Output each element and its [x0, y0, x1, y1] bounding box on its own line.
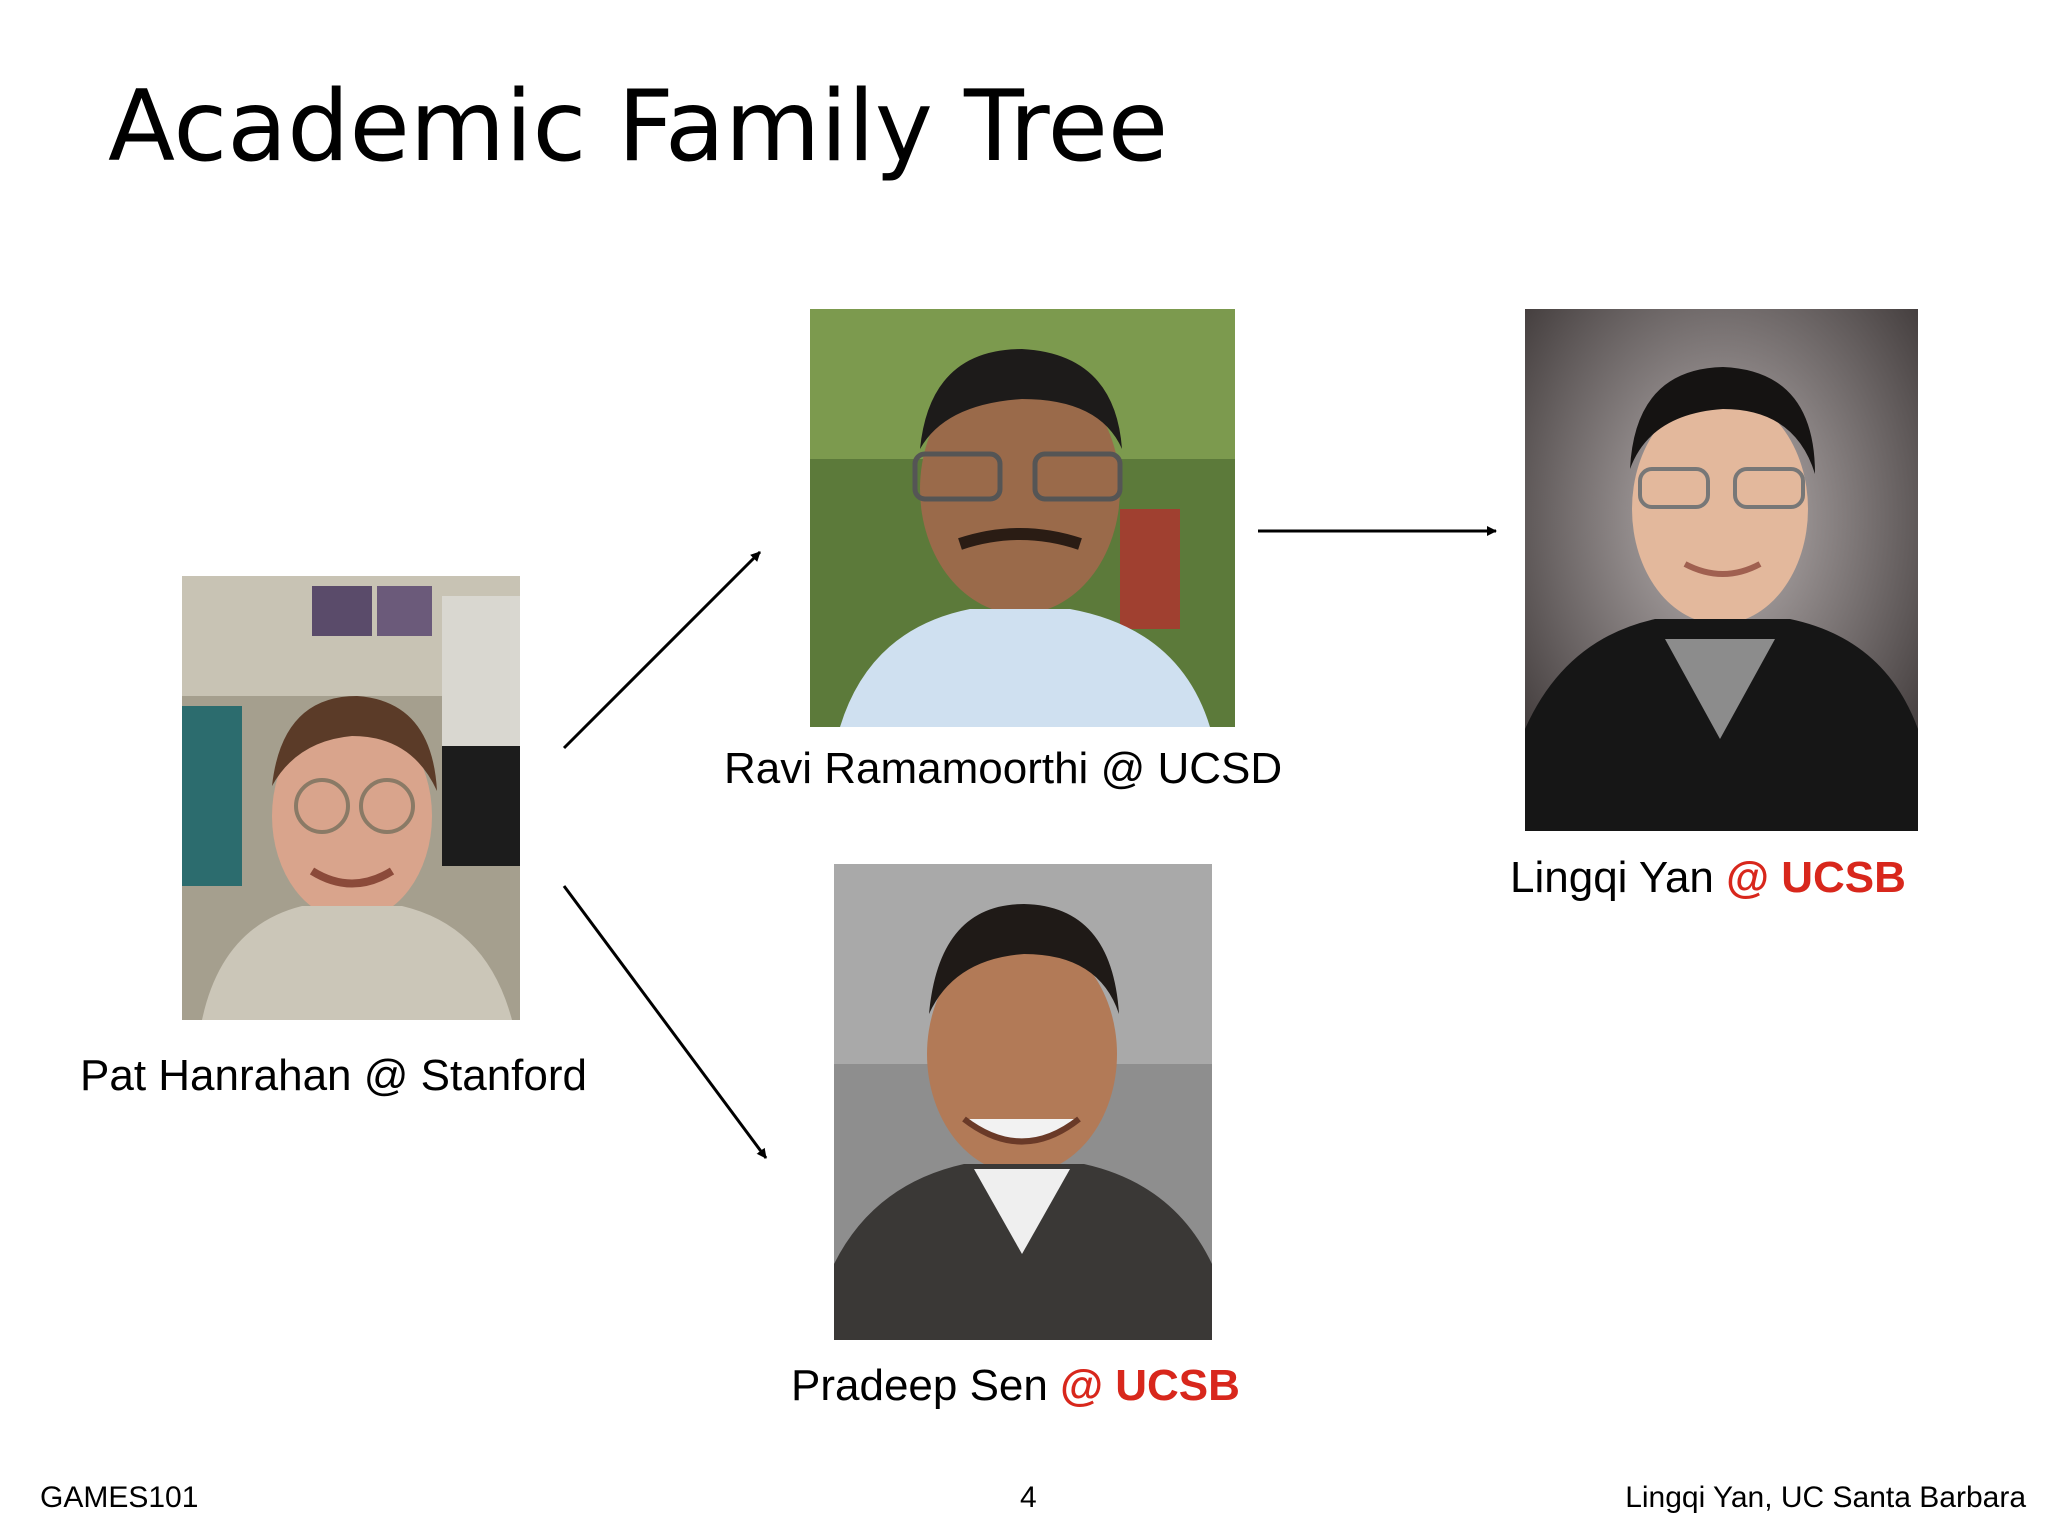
footer-course-name: GAMES101	[40, 1481, 199, 1514]
arrow-pat-to-pradeep	[562, 885, 768, 1159]
person-name: Pradeep Sen	[791, 1361, 1048, 1410]
footer-author: Lingqi Yan, UC Santa Barbara	[1625, 1481, 2026, 1514]
page-number: 4	[1020, 1481, 1037, 1514]
person-affiliation-highlight: @ UCSB	[1060, 1361, 1240, 1410]
person-affiliation: @ UCSD	[1100, 744, 1283, 793]
person-name: Pat Hanrahan	[80, 1051, 352, 1100]
arrow-pat-to-ravi	[562, 550, 762, 750]
caption-pradeep-sen: Pradeep Sen @ UCSB	[791, 1364, 1240, 1408]
photo-lingqi-yan	[1525, 309, 1918, 831]
caption-ravi-ramamoorthi: Ravi Ramamoorthi @ UCSD	[724, 747, 1282, 791]
photo-ravi-ramamoorthi	[810, 309, 1235, 727]
photo-pat-hanrahan	[182, 576, 520, 1020]
person-name: Lingqi Yan	[1510, 853, 1714, 902]
slide-title: Academic Family Tree	[108, 70, 1169, 184]
caption-lingqi-yan: Lingqi Yan @ UCSB	[1510, 856, 1906, 900]
person-name: Ravi Ramamoorthi	[724, 744, 1089, 793]
photo-pradeep-sen	[834, 864, 1212, 1340]
person-affiliation: @ Stanford	[363, 1051, 587, 1100]
caption-pat-hanrahan: Pat Hanrahan @ Stanford	[80, 1054, 587, 1098]
person-affiliation-highlight: @ UCSB	[1726, 853, 1906, 902]
